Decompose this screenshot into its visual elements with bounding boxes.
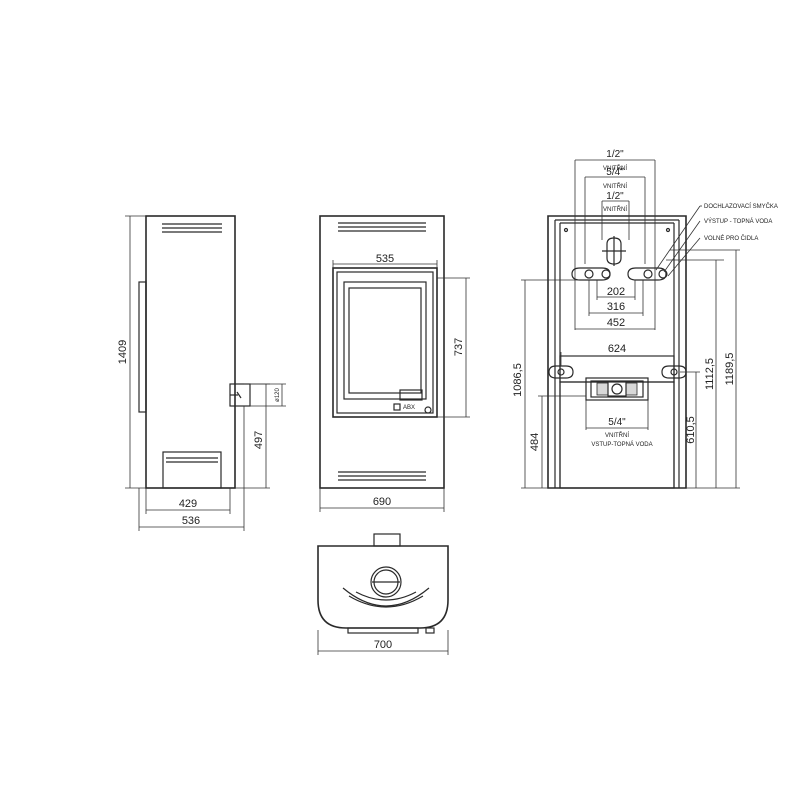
rear-spacing-624: 624 bbox=[608, 343, 626, 355]
front-view-body bbox=[319, 215, 445, 489]
rear-spacing-202: 202 bbox=[607, 286, 625, 298]
rear-inlet-label: VSTUP-TOPNÁ VODA bbox=[591, 441, 652, 448]
side-view: 1409 429 536 497 ø120 bbox=[117, 215, 286, 531]
front-door-width-label: 535 bbox=[376, 253, 394, 265]
rear-vnitrni-2: VNITŘNÍ bbox=[603, 182, 627, 190]
side-depth-inner-label: 429 bbox=[179, 498, 197, 510]
rear-cooling-loop-right bbox=[627, 267, 667, 281]
top-width-label: 700 bbox=[374, 639, 392, 651]
side-outlet-diameter-label: ø120 bbox=[275, 388, 281, 402]
rear-thread-top-3: 1/2" bbox=[606, 191, 624, 202]
rear-thread-top-2: 5/4" bbox=[606, 167, 624, 178]
top-view-body bbox=[317, 545, 449, 629]
rear-height-484: 484 bbox=[529, 433, 541, 451]
rear-height-610: 610,5 bbox=[685, 416, 697, 444]
rear-lower-fittings bbox=[548, 365, 687, 401]
rear-upper-fittings bbox=[571, 236, 668, 281]
top-flue-opening bbox=[370, 566, 402, 598]
rear-vnitrni-3: VNITŘNÍ bbox=[603, 205, 627, 213]
top-flue-stub bbox=[373, 533, 401, 547]
rear-spacing-452: 452 bbox=[607, 317, 625, 329]
side-ash-drawer bbox=[162, 451, 222, 489]
front-vents-bottom bbox=[338, 471, 426, 481]
front-door-frame bbox=[332, 267, 438, 418]
rear-vnitrni-1: VNITŘNÍ bbox=[603, 164, 627, 172]
front-door-glass-frame bbox=[343, 281, 427, 400]
front-total-width-label: 690 bbox=[373, 496, 391, 508]
side-outlet-height-label: 497 bbox=[253, 431, 265, 449]
side-door-profile bbox=[138, 281, 147, 413]
side-view-body bbox=[145, 215, 236, 489]
front-door-height-label: 737 bbox=[453, 338, 465, 356]
rear-inlet-box bbox=[585, 377, 649, 401]
rear-spacing-316: 316 bbox=[607, 301, 625, 313]
callout-outlet-water: VÝSTUP - TOPNÁ VODA bbox=[704, 218, 772, 225]
rear-thread-bottom: 5/4" bbox=[608, 417, 626, 428]
callout-cooling-loop: DOCHLAZOVACÍ SMYČKA bbox=[704, 203, 778, 210]
front-view: ABX 535 737 690 bbox=[319, 215, 470, 512]
front-brand-label: ABX bbox=[403, 405, 415, 411]
rear-sensor-port bbox=[606, 237, 622, 265]
rear-height-1189: 1189,5 bbox=[724, 353, 736, 386]
rear-thread-top-1: 1/2" bbox=[606, 149, 624, 160]
front-door-latch bbox=[424, 406, 432, 414]
side-vents-top bbox=[162, 223, 222, 233]
callout-sensor-free: VOLNÉ PRO ČIDLA bbox=[704, 235, 758, 242]
front-vents-top bbox=[338, 222, 426, 232]
rear-height-1086: 1086,5 bbox=[512, 363, 524, 397]
side-depth-total-label: 536 bbox=[182, 515, 200, 527]
front-door-glass bbox=[348, 287, 422, 394]
rear-height-1112: 1112,5 bbox=[704, 358, 716, 390]
side-height-label: 1409 bbox=[117, 340, 129, 364]
front-door-handle bbox=[399, 389, 423, 401]
rear-view: 1/2" VNITŘNÍ 5/4" VNITŘNÍ 1/2" VNITŘNÍ 2… bbox=[512, 149, 778, 489]
rear-sensor-left bbox=[548, 365, 574, 379]
top-view: 700 bbox=[317, 533, 449, 655]
rear-vnitrni-bottom: VNITŘNÍ bbox=[605, 431, 629, 439]
rear-callouts: DOCHLAZOVACÍ SMYČKA VÝSTUP - TOPNÁ VODA … bbox=[655, 203, 778, 277]
